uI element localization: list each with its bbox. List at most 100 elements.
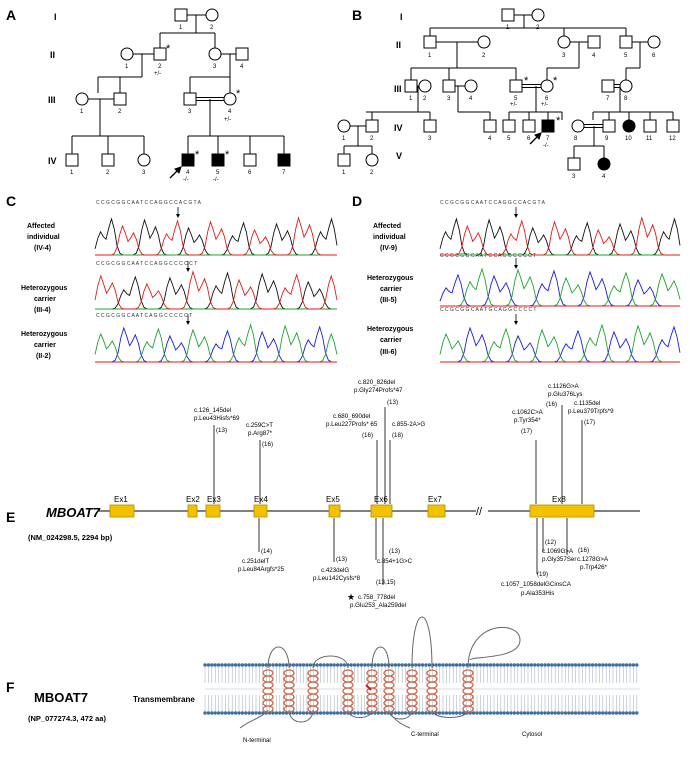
exon-label: Ex7 — [428, 495, 442, 504]
lipid-head — [305, 711, 309, 715]
sample-label: (IV-4) — [34, 245, 51, 252]
exon-label: Ex8 — [552, 495, 566, 504]
chromatogram-traces — [94, 207, 681, 363]
lipid-head — [206, 711, 211, 715]
id: 4 — [186, 170, 190, 176]
variant-ref: (16) — [362, 432, 373, 439]
male — [101, 153, 115, 167]
female — [205, 8, 219, 22]
panel-label-c: C — [6, 193, 16, 209]
gen-label: II — [50, 50, 55, 60]
lipid-head — [434, 663, 438, 667]
lipid-head — [502, 663, 506, 667]
lipid-head — [577, 711, 581, 715]
transmembrane-helix — [462, 669, 474, 713]
helix-turn — [426, 693, 438, 701]
id: 5 — [216, 170, 220, 176]
lipid-head — [573, 711, 578, 715]
helix-turn — [462, 705, 474, 713]
transmembrane-helix — [366, 669, 378, 713]
helix-turn — [462, 693, 474, 701]
id: 7 — [546, 136, 550, 142]
female — [540, 79, 554, 93]
male — [174, 8, 188, 22]
lipid-head — [478, 663, 483, 667]
lipid-head — [441, 711, 445, 715]
male — [243, 153, 257, 167]
id: 3 — [142, 170, 146, 176]
lipid-head — [397, 663, 401, 667]
lipid-head — [414, 663, 418, 667]
lipid-head — [254, 711, 258, 715]
lipid-head — [611, 663, 615, 667]
helix-turn — [406, 699, 418, 707]
lipid-head — [271, 663, 275, 667]
id: 1 — [342, 170, 346, 176]
lipid-head — [363, 711, 367, 715]
lipid-head — [237, 711, 241, 715]
helix-turn — [283, 693, 295, 701]
sequence: C C G C G G C A A T C C A G G C C A C G … — [96, 200, 202, 206]
sequence: C C G C G G C A A T C C A G G C C C C C … — [96, 261, 197, 267]
helix-turn — [406, 681, 418, 689]
transmembrane-helix — [307, 669, 319, 713]
helix-turn — [366, 699, 378, 707]
lipid-head — [543, 663, 547, 667]
lipid-head — [502, 711, 506, 715]
helix-turn — [406, 693, 418, 701]
lipid-head — [471, 663, 476, 667]
lipid-head — [454, 711, 459, 715]
gen-label: V — [396, 151, 402, 161]
variant-label: c.1069G>A — [542, 548, 574, 555]
lipid-head — [417, 711, 421, 715]
cytosol-label: Cytosol — [522, 732, 542, 738]
lipid-head — [233, 711, 238, 715]
mutation-arrowhead — [186, 321, 190, 325]
lipid-head — [573, 663, 578, 667]
lipid-head — [550, 711, 554, 715]
helix-turn — [307, 693, 319, 701]
id: 8 — [574, 136, 578, 142]
lipid-head — [448, 711, 452, 715]
id: 5 — [507, 136, 511, 142]
id: 8 — [624, 96, 628, 102]
lipid-head — [227, 711, 231, 715]
lipid-head — [339, 663, 343, 667]
lipid-head — [356, 711, 360, 715]
c-terminal-label: C-terminal — [411, 732, 439, 738]
female — [208, 47, 222, 61]
gen-label: IV — [48, 156, 57, 166]
female — [571, 119, 585, 133]
lipid-head — [380, 711, 384, 715]
lipid-head — [556, 711, 561, 715]
variant-label: c.854+1G>C — [377, 558, 413, 565]
lipid-head — [512, 663, 517, 667]
variant-ref: (13,15) — [376, 579, 396, 586]
helix-turn — [262, 705, 274, 713]
helix-turn — [366, 693, 378, 701]
variant-ref: (16) — [262, 441, 273, 448]
gen-label: IV — [394, 123, 403, 133]
lipid-head — [264, 663, 268, 667]
female — [137, 153, 151, 167]
lipid-head — [461, 711, 466, 715]
break-gap — [476, 505, 488, 517]
helix-turn — [307, 675, 319, 683]
id: 2 — [370, 136, 374, 142]
protein-loop — [371, 646, 390, 669]
lipid-head — [383, 711, 387, 715]
lipid-head — [550, 663, 554, 667]
lipid-head — [325, 711, 330, 715]
panel-label-e: E — [6, 509, 15, 525]
lipid-head — [451, 663, 455, 667]
id: 9 — [605, 136, 609, 142]
affected-female — [622, 119, 636, 133]
lipid-head — [342, 663, 347, 667]
affected-male — [211, 153, 225, 167]
lipid-head — [567, 711, 571, 715]
star: * — [556, 115, 561, 127]
id: 7 — [606, 96, 610, 102]
lipid-head — [301, 711, 306, 715]
helix-turn — [262, 699, 274, 707]
